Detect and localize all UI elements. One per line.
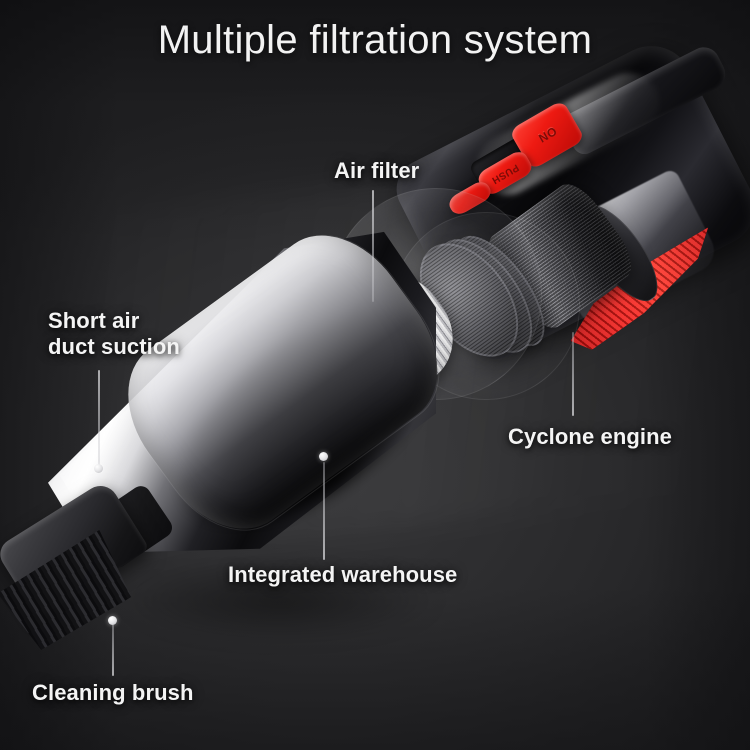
leader-line-cleaning-brush [112, 624, 114, 676]
callout-label-short-air-duct-suction: Short air duct suction [48, 308, 180, 359]
power-button-label: ON [535, 124, 559, 146]
callout-label-integrated-warehouse: Integrated warehouse [228, 562, 458, 587]
release-button-label: PUSH [489, 160, 521, 186]
callout-label-air-filter: Air filter [334, 158, 420, 183]
page-title: Multiple filtration system [157, 18, 593, 62]
callout-label-cleaning-brush: Cleaning brush [32, 680, 194, 705]
leader-line-air-filter [372, 190, 374, 302]
leader-line-short-air-duct-suction [98, 370, 100, 468]
ground-shadow [120, 560, 440, 640]
callout-label-cyclone-engine: Cyclone engine [508, 424, 672, 449]
leader-line-integrated-warehouse [323, 462, 325, 560]
leader-line-cyclone-engine [572, 332, 574, 416]
leader-dot-integrated-warehouse [319, 452, 328, 461]
leader-dot-cleaning-brush [108, 616, 117, 625]
leader-dot-short-air-duct-suction [94, 464, 103, 473]
